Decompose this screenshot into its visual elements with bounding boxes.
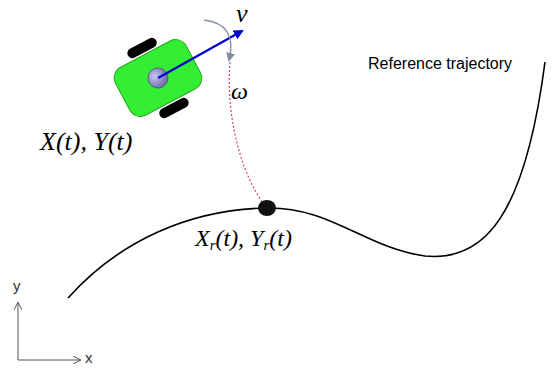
tracking-path bbox=[229, 62, 263, 203]
robot-position-label: X(t), Y(t) bbox=[40, 128, 132, 157]
axis-label: y bbox=[13, 278, 21, 295]
omega-label: ω bbox=[231, 78, 248, 104]
x-axis bbox=[18, 360, 80, 361]
trajectory-label: Reference trajectory bbox=[368, 55, 512, 73]
omega-arrow bbox=[204, 20, 231, 60]
axis-label: x bbox=[85, 350, 93, 367]
velocity-label: v bbox=[236, 0, 248, 29]
reference-position-label: Xr(t), Yr(t) bbox=[195, 225, 292, 251]
y-axis bbox=[18, 303, 19, 360]
reference-point bbox=[258, 200, 276, 216]
